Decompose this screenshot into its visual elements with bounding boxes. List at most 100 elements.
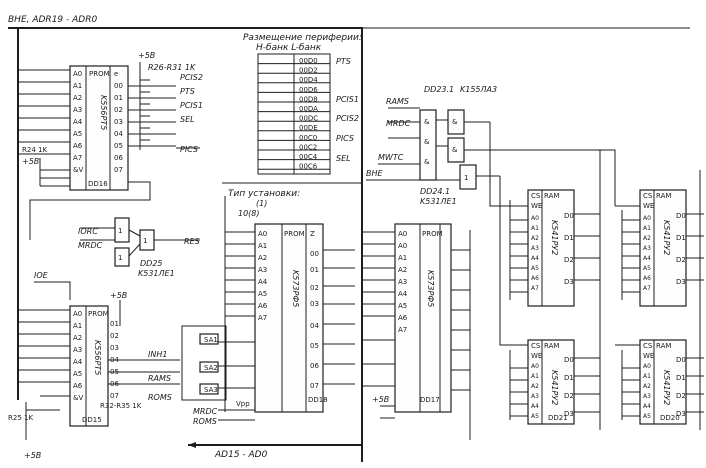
placement-code: 00D8 bbox=[299, 95, 318, 103]
svg-text:1: 1 bbox=[143, 237, 147, 245]
signal-mrdc-right: MRDC bbox=[386, 119, 411, 128]
dd24-ref: DD24.1 bbox=[420, 187, 450, 196]
svg-text:RAM: RAM bbox=[544, 192, 559, 200]
svg-text:A5: A5 bbox=[531, 265, 539, 272]
dd15-type: K556PT5 bbox=[93, 340, 102, 375]
dd17-ref: DD17 bbox=[420, 396, 440, 404]
signal-res: RES bbox=[184, 237, 200, 246]
group-pcis1: PCIS1 bbox=[336, 95, 359, 104]
svg-text:A5: A5 bbox=[258, 290, 267, 298]
svg-text:CS: CS bbox=[531, 192, 541, 200]
svg-text:02: 02 bbox=[310, 284, 319, 292]
placement-code: 00D6 bbox=[299, 86, 318, 94]
dd24-type: K531ЛЕ1 bbox=[420, 197, 457, 206]
svg-text:A5: A5 bbox=[643, 413, 651, 420]
dd23-type: K155ЛА3 bbox=[460, 85, 497, 94]
signal-rams-right: RAMS bbox=[386, 97, 409, 106]
signal-inh1: INH1 bbox=[148, 350, 167, 359]
svg-text:A7: A7 bbox=[643, 285, 651, 292]
svg-text:A6: A6 bbox=[643, 275, 651, 282]
svg-text:D2: D2 bbox=[676, 392, 686, 400]
resistor-r26-label: R26-R31 1K bbox=[148, 63, 196, 72]
group-pics: PICS bbox=[336, 134, 354, 143]
dd18-type: K573PФ5 bbox=[291, 270, 300, 307]
svg-text:&: & bbox=[452, 118, 458, 126]
svg-text:01: 01 bbox=[110, 320, 119, 328]
svg-text:D1: D1 bbox=[676, 374, 686, 382]
svg-text:D3: D3 bbox=[676, 278, 686, 286]
svg-text:A4: A4 bbox=[73, 118, 83, 126]
placement-code: 00C4 bbox=[299, 153, 318, 161]
svg-text:04: 04 bbox=[114, 130, 123, 138]
svg-text:A0: A0 bbox=[398, 242, 407, 250]
signal-pcis2: PCIS2 bbox=[180, 73, 203, 82]
svg-text:A7: A7 bbox=[398, 326, 407, 334]
svg-text:A0: A0 bbox=[398, 230, 407, 238]
svg-text:D1: D1 bbox=[564, 374, 574, 382]
svg-text:&: & bbox=[424, 118, 430, 126]
group-pcis2: PCIS2 bbox=[336, 114, 359, 123]
svg-text:A6: A6 bbox=[73, 382, 83, 390]
plus5b-label-3: +5B bbox=[110, 291, 127, 300]
svg-text:A3: A3 bbox=[258, 266, 267, 274]
svg-text:1: 1 bbox=[464, 174, 468, 182]
signal-sel: SEL bbox=[180, 115, 195, 124]
svg-text:A1: A1 bbox=[73, 322, 82, 330]
signal-mrdc: MRDC bbox=[78, 241, 103, 250]
svg-text:PROM: PROM bbox=[422, 230, 443, 238]
chip-dd18: Тип установки: (1) 10(8) PROM Z K573PФ5 … bbox=[200, 189, 355, 413]
switch-sa3: SA3 bbox=[204, 386, 218, 394]
svg-text:A0: A0 bbox=[73, 310, 82, 318]
svg-text:A3: A3 bbox=[643, 393, 651, 400]
signal-roms-left: ROMS bbox=[148, 393, 172, 402]
svg-text:D2: D2 bbox=[564, 256, 574, 264]
svg-text:WE: WE bbox=[643, 202, 654, 210]
svg-text:A5: A5 bbox=[73, 370, 82, 378]
svg-text:A6: A6 bbox=[531, 275, 539, 282]
svg-text:A0: A0 bbox=[73, 70, 82, 78]
svg-text:06: 06 bbox=[114, 154, 123, 162]
svg-text:D1: D1 bbox=[564, 234, 574, 242]
svg-text:A4: A4 bbox=[531, 403, 539, 410]
svg-text:D2: D2 bbox=[676, 256, 686, 264]
svg-text:A1: A1 bbox=[531, 373, 539, 380]
svg-text:A0: A0 bbox=[531, 215, 539, 222]
resistor-r32-label: R32-R35 1K bbox=[100, 402, 142, 410]
svg-text:07: 07 bbox=[110, 392, 119, 400]
switch-sa2: SA2 bbox=[204, 364, 218, 372]
dd15-ref: DD15 bbox=[82, 416, 102, 424]
svg-text:A0: A0 bbox=[643, 215, 651, 222]
svg-text:D0: D0 bbox=[564, 212, 574, 220]
svg-text:A2: A2 bbox=[258, 254, 267, 262]
placement-table: Размещение периферии: H-банк L-банк 00D0… bbox=[243, 33, 362, 175]
svg-text:Z: Z bbox=[310, 230, 315, 238]
svg-text:A1: A1 bbox=[398, 254, 407, 262]
ram4-ref: DD20 bbox=[660, 414, 680, 422]
signal-ioe: IOE bbox=[34, 271, 49, 280]
svg-text:&: & bbox=[424, 158, 430, 166]
placement-code: 00DA bbox=[299, 105, 318, 113]
svg-text:A2: A2 bbox=[643, 383, 651, 390]
svg-text:A5: A5 bbox=[73, 130, 82, 138]
resistor-r25-label: R25 1K bbox=[8, 414, 33, 422]
svg-text:A6: A6 bbox=[258, 302, 268, 310]
svg-text:A0: A0 bbox=[531, 363, 539, 370]
placement-code: 00C0 bbox=[299, 134, 317, 142]
signal-mrdc-bottom: MRDC bbox=[193, 407, 218, 416]
ram-address-wiring bbox=[500, 150, 701, 430]
dd16-ref: DD16 bbox=[88, 180, 108, 188]
svg-text:CS: CS bbox=[531, 342, 541, 350]
svg-text:A4: A4 bbox=[398, 290, 408, 298]
svg-text:A1: A1 bbox=[643, 225, 651, 232]
svg-text:03: 03 bbox=[114, 118, 123, 126]
resistor-r24-label: R24 1K bbox=[22, 146, 47, 154]
dd25-type: K531ЛЕ1 bbox=[138, 269, 175, 278]
svg-text:&V: &V bbox=[73, 166, 83, 174]
svg-text:A2: A2 bbox=[73, 334, 82, 342]
switch-sa1: SA1 bbox=[204, 336, 218, 344]
group-pts: PTS bbox=[336, 57, 351, 66]
svg-text:PROM: PROM bbox=[284, 230, 305, 238]
svg-text:D0: D0 bbox=[676, 212, 686, 220]
